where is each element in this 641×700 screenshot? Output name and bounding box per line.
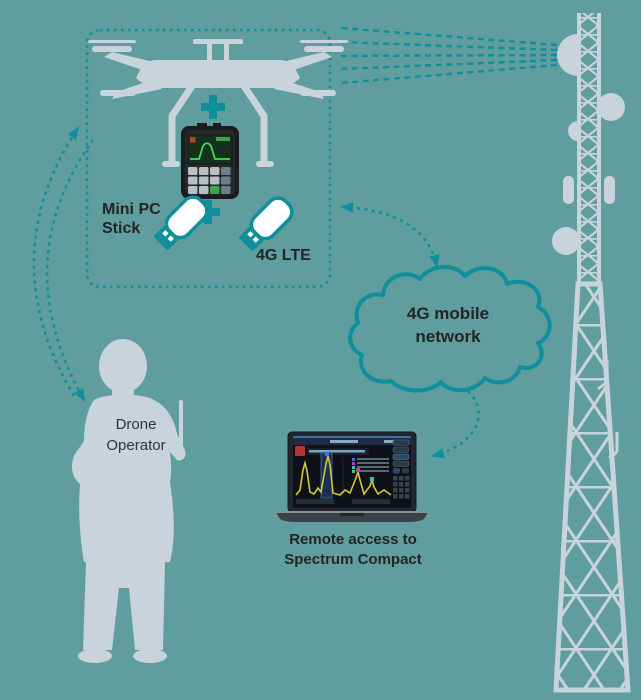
- marker-table: [352, 458, 389, 473]
- spectrum-trace: [190, 142, 230, 160]
- mini-pc-stick-icon: [154, 195, 209, 250]
- device-keypad: [188, 167, 231, 194]
- record-button-icon: [295, 446, 305, 456]
- lte-stick-icon: [239, 196, 294, 251]
- arrow-kit-to-operator: [45, 139, 95, 402]
- mini-pc-stick-label: Mini PC Stick: [102, 201, 161, 238]
- spectrum-compact-device: [181, 123, 239, 199]
- round-dish-icon: [597, 93, 625, 121]
- drone-icon: [88, 39, 348, 167]
- drone-kit-box: [85, 28, 332, 289]
- cell-tower-icon: [552, 13, 631, 693]
- control-panel: [392, 439, 410, 499]
- signal-beams: [340, 26, 558, 85]
- operator-silhouette: [72, 339, 186, 663]
- lte-label: 4G LTE: [256, 247, 311, 264]
- record-indicator: [190, 137, 196, 143]
- arrow-kit-cloud-bidirectional: [340, 202, 440, 268]
- laptop-icon: [276, 431, 428, 522]
- cloud-icon: [348, 265, 552, 393]
- arrow-cloud-to-laptop: [431, 390, 480, 459]
- cloud-label: 4G mobile network: [406, 304, 490, 346]
- laptop-caption: Remote access to Spectrum Compact: [284, 531, 422, 568]
- arrow-operator-to-kit: [32, 126, 80, 397]
- plus-icon: [201, 95, 225, 119]
- dish-antenna-icon: [557, 34, 578, 76]
- operator-label: Drone Operator: [106, 416, 166, 454]
